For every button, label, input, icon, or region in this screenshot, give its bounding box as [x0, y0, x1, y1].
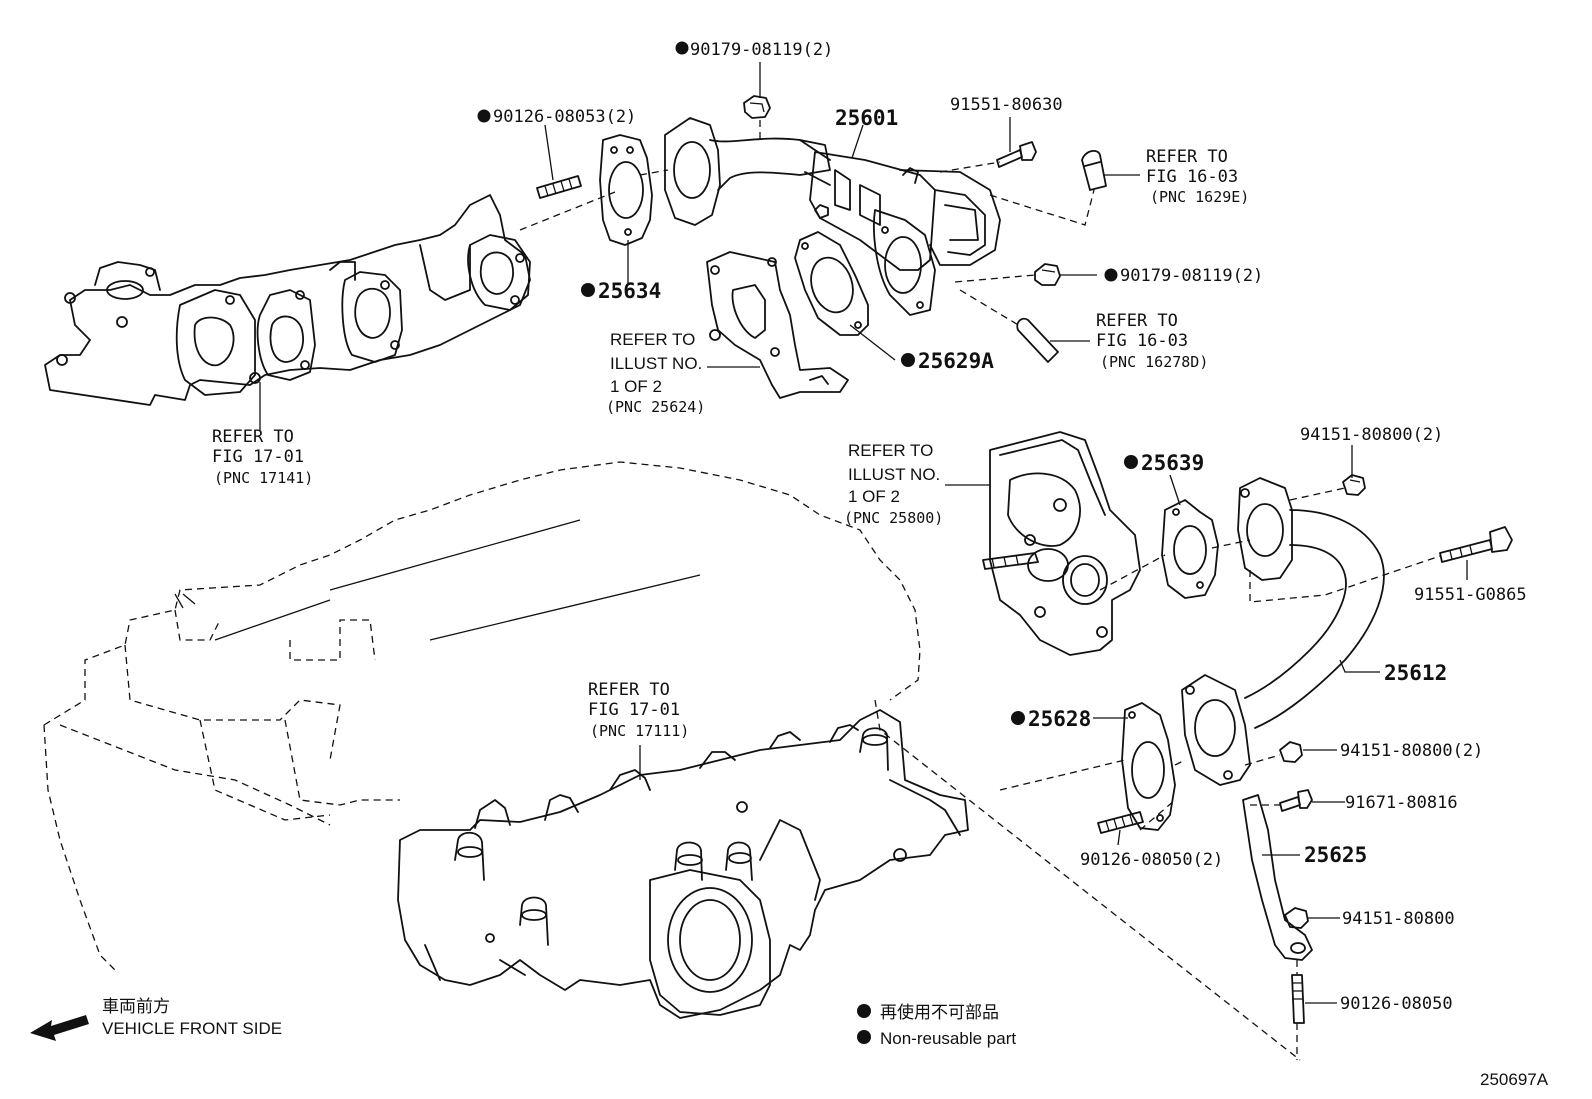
assembly-guide-lines	[519, 120, 1441, 1061]
svg-text:FIG 16-03: FIG 16-03	[1096, 331, 1188, 351]
exhaust-manifold	[44, 194, 531, 406]
leader-lines	[259, 62, 1468, 1004]
svg-text:FIG 16-03: FIG 16-03	[1146, 167, 1238, 187]
arrow-left-icon	[30, 1015, 89, 1041]
part-number: 25629A	[918, 349, 994, 373]
svg-text:REFER TO: REFER TO	[588, 680, 670, 700]
label-25634: 25634	[581, 279, 661, 303]
label-90126-08050-pair: 90126-08050(2)	[1080, 850, 1223, 870]
gasket-25639	[1161, 499, 1219, 599]
legend-en: Non-reusable part	[880, 1029, 1016, 1048]
ref-fig-17-01-17141: REFER TO FIG 17-01 (PNC 17141)	[212, 427, 313, 487]
svg-text:REFER TO: REFER TO	[1146, 147, 1228, 167]
nut-94151-80800-top	[1342, 474, 1366, 496]
nut-90179-08119-right	[1034, 263, 1061, 286]
label-91551-80630: 91551-80630	[950, 95, 1063, 115]
label-25629a: 25629A	[901, 349, 994, 373]
part-number: 25639	[1141, 451, 1204, 475]
label-90179-08119-right: 90179-08119(2)	[1104, 266, 1263, 286]
label-94151-80800-lower: 94151-80800	[1342, 909, 1455, 929]
stud-90126-08050-single	[1291, 974, 1305, 1024]
intake-manifold	[397, 709, 969, 1019]
label-90126-08050-single: 90126-08050	[1340, 994, 1453, 1014]
bolt-91551-80630	[996, 141, 1037, 168]
ref-illust-25624: REFER TO ILLUST NO. 1 OF 2 (PNC 25624)	[606, 330, 705, 416]
stud-90126-08053	[536, 175, 582, 199]
nut-94151-80800-mid	[1279, 741, 1303, 763]
svg-text:(PNC 25624): (PNC 25624)	[606, 398, 705, 416]
engine-block-outline	[43, 461, 921, 971]
svg-text:FIG 17-01: FIG 17-01	[588, 700, 680, 720]
label-25628: 25628	[1011, 707, 1091, 731]
label-91671-80816: 91671-80816	[1345, 793, 1458, 813]
svg-text:REFER TO: REFER TO	[610, 330, 695, 349]
front-label-jp: 車両前方	[102, 997, 170, 1016]
egr-valve-25800	[982, 431, 1141, 656]
bolt-91551-g0865	[1439, 526, 1513, 563]
part-number: 25634	[598, 279, 661, 303]
label-90126-08053: 90126-08053(2)	[477, 107, 636, 127]
hose-16278d	[1016, 317, 1059, 363]
gasket-25634	[599, 134, 653, 246]
gasket-25628	[1121, 702, 1176, 831]
svg-text:1 OF 2: 1 OF 2	[610, 377, 662, 396]
egr-cooler-25601	[664, 117, 1001, 316]
nut-94151-80800-lower	[1284, 907, 1309, 929]
svg-text:(PNC 16278D): (PNC 16278D)	[1100, 353, 1208, 371]
label-90179-08119-top: 90179-08119(2)	[675, 40, 833, 60]
front-label-en: VEHICLE FRONT SIDE	[102, 1019, 282, 1038]
bracket-25625	[1242, 794, 1313, 961]
svg-text:(PNC 17111): (PNC 17111)	[590, 722, 689, 740]
svg-text:REFER TO: REFER TO	[1096, 311, 1178, 331]
bolt-91671-80816	[1279, 789, 1313, 812]
gasket-25629a	[794, 231, 869, 336]
egr-pipe-25612	[1181, 477, 1385, 786]
part-number: 90126-08053(2)	[493, 107, 636, 127]
stud-90126-08050-pair	[1097, 811, 1144, 834]
svg-text:ILLUST NO.: ILLUST NO.	[610, 354, 702, 373]
svg-text:(PNC 25800): (PNC 25800)	[844, 509, 943, 527]
hose-1629e	[1081, 149, 1107, 191]
svg-text:(PNC 1629E): (PNC 1629E)	[1150, 188, 1249, 206]
label-25625: 25625	[1304, 843, 1367, 867]
label-94151-80800-mid: 94151-80800(2)	[1340, 741, 1483, 761]
label-25601: 25601	[835, 106, 898, 130]
svg-text:REFER TO: REFER TO	[848, 441, 933, 460]
legend: 再使用不可部品 Non-reusable part	[857, 1002, 1016, 1048]
svg-text:ILLUST NO.: ILLUST NO.	[848, 465, 940, 484]
label-25639: 25639	[1124, 451, 1204, 475]
illustration-id: 250697A	[1480, 1070, 1549, 1089]
ref-illust-25800: REFER TO ILLUST NO. 1 OF 2 (PNC 25800)	[844, 441, 943, 527]
vehicle-front-indicator: 車両前方 VEHICLE FRONT SIDE	[30, 997, 282, 1041]
svg-text:1 OF 2: 1 OF 2	[848, 487, 900, 506]
label-25612: 25612	[1384, 661, 1447, 685]
part-number: 90179-08119(2)	[690, 40, 833, 60]
legend-jp: 再使用不可部品	[880, 1002, 999, 1022]
ref-fig-16-03-16278d: REFER TO FIG 16-03 (PNC 16278D)	[1096, 311, 1208, 371]
svg-text:REFER TO: REFER TO	[212, 427, 294, 447]
part-number: 90179-08119(2)	[1120, 266, 1263, 286]
label-91551-g0865: 91551-G0865	[1414, 585, 1527, 605]
label-94151-80800-top: 94151-80800(2)	[1300, 425, 1443, 445]
svg-text:FIG 17-01: FIG 17-01	[212, 447, 304, 467]
ref-fig-17-01-17111: REFER TO FIG 17-01 (PNC 17111)	[588, 680, 689, 740]
ref-fig-16-03-1629e: REFER TO FIG 16-03 (PNC 1629E)	[1146, 147, 1249, 206]
nut-90179-08119-top	[743, 95, 771, 119]
svg-text:(PNC 17141): (PNC 17141)	[214, 469, 313, 487]
part-number: 25628	[1028, 707, 1091, 731]
bracket-25624	[706, 251, 849, 399]
